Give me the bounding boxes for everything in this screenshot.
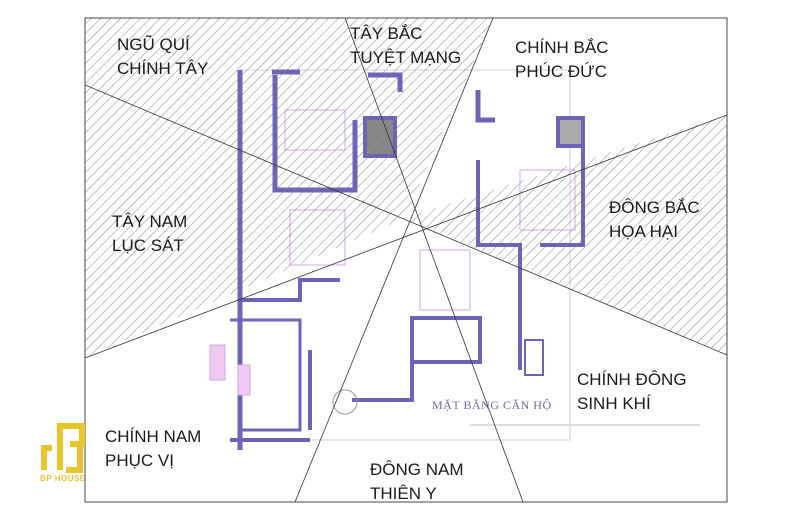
sector-lines [85, 18, 727, 502]
sector-name: SINH KHÍ [577, 394, 651, 413]
sector-direction: CHÍNH NAM [105, 427, 202, 446]
sector-label-dong-nam: ĐÔNG NAM THIÊN Y [370, 458, 464, 506]
sector-direction: CHÍNH BẮC [515, 38, 609, 57]
bp-house-logo-icon [41, 423, 85, 473]
frame-border [84, 17, 728, 503]
sector-name: PHÚC ĐỨC [515, 62, 607, 81]
sector-label-dong-bac: ĐÔNG BẮC HỌA HẠI [609, 196, 700, 244]
logo-text: BP HOUSE [40, 474, 86, 483]
sector-direction: CHÍNH TÂY [117, 59, 209, 78]
sector-name: PHỤC VỊ [105, 451, 174, 470]
sector-label-tay: NGŨ QUÍ CHÍNH TÂY [117, 33, 208, 81]
sector-name: NGŨ QUÍ [117, 35, 190, 54]
sector-label-nam: CHÍNH NAM PHỤC VỊ [105, 425, 201, 473]
sector-name: TUYỆT MẠNG [350, 48, 462, 67]
sector-direction: ĐÔNG BẮC [609, 198, 700, 217]
sector-label-tay-nam: TÂY NAM LỤC SÁT [112, 210, 187, 258]
sector-hatch-northwest [345, 18, 493, 218]
sector-name: LỤC SÁT [112, 236, 184, 255]
plan-title: MẶT BẰNG CĂN HỘ [432, 398, 552, 412]
sector-name: HỌA HẠI [609, 222, 678, 241]
sector-hatch-west [85, 18, 405, 358]
sector-name: THIÊN Y [370, 484, 437, 503]
sector-direction: CHÍNH ĐÔNG [577, 370, 687, 389]
sector-label-dong: CHÍNH ĐÔNG SINH KHÍ [577, 368, 687, 416]
sector-label-tay-bac: TÂY BẮC TUYỆT MẠNG [350, 22, 461, 70]
sector-direction: ĐÔNG NAM [370, 460, 464, 479]
sector-direction: TÂY BẮC [350, 24, 423, 43]
sector-direction: TÂY NAM [112, 212, 188, 231]
sector-label-bac: CHÍNH BẮC PHÚC ĐỨC [515, 36, 609, 84]
sector-hatch-northeast [405, 115, 727, 355]
